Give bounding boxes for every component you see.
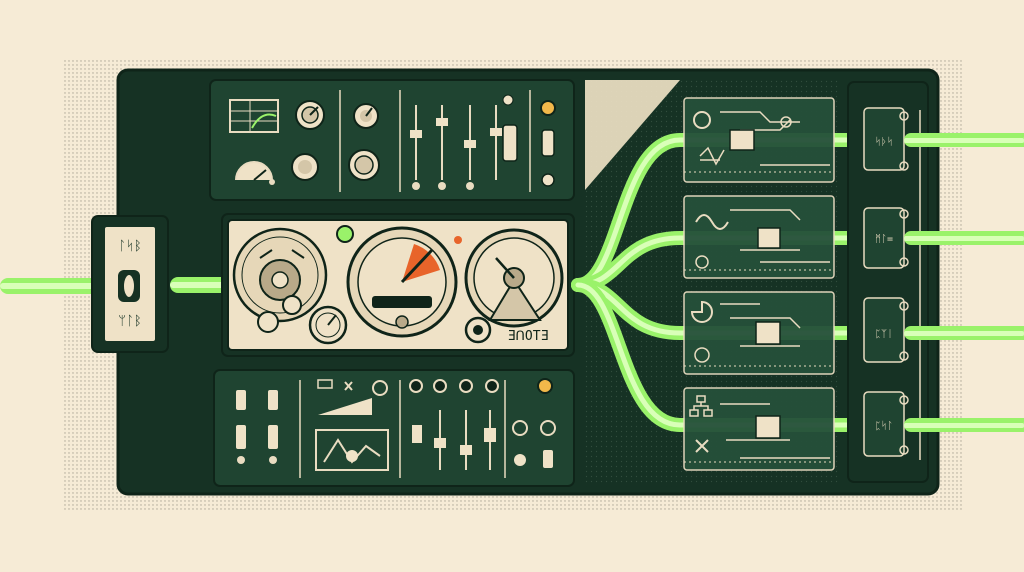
right-gauge (464, 228, 564, 328)
slider-icon[interactable] (412, 410, 496, 470)
pie-chart-icon (690, 300, 713, 323)
display-caption: ƎᑎOTƎ (508, 329, 549, 344)
output-port-2[interactable]: ᛗᛚ= (863, 207, 909, 269)
main-gauge (346, 226, 458, 338)
output-port-column: ᛋᚦᛋ ᛗᛚ= ᛈᛉᛁ ᛈᛋᛚ (847, 81, 929, 483)
output-cables (571, 133, 1024, 432)
gear-icon (693, 111, 711, 129)
amber-indicator-top (540, 100, 556, 116)
output-cable-overlay (904, 133, 1024, 432)
diagonal-panel (585, 80, 680, 190)
circuit-board-1 (683, 97, 835, 183)
status-led-green (336, 225, 354, 243)
circuit-board-3 (683, 291, 835, 375)
left-module-label-top: ᛚᛋᛒ (118, 239, 141, 254)
status-led-orange (454, 236, 462, 244)
toggle-switch-top[interactable] (502, 124, 518, 162)
top-knob-3[interactable] (291, 153, 319, 181)
port-label-1: ᛋᚦᛋ (875, 136, 893, 148)
circuit-board-2 (683, 195, 835, 279)
lever-switch[interactable] (541, 129, 555, 157)
indicator-lights-bottom (409, 378, 553, 394)
circuit-board-4 (683, 387, 835, 471)
ramp-indicator (318, 398, 372, 415)
center-display-panel: ƎᑎOTƎ (221, 213, 575, 357)
top-knob-2[interactable] (353, 103, 379, 129)
top-knob-4[interactable] (348, 149, 380, 181)
hierarchy-icon (689, 395, 713, 417)
toggle-switch-icon[interactable] (512, 420, 556, 468)
dial-gauge-small (235, 161, 275, 185)
small-gauge-center (308, 305, 348, 345)
mini-chart-screen (229, 99, 279, 133)
bottom-control-panel (213, 369, 575, 487)
port-label-3: ᛈᛉᛁ (875, 328, 893, 340)
port-label-2: ᛗᛚ= (875, 234, 893, 245)
output-port-3[interactable]: ᛈᛉᛁ (863, 297, 909, 363)
lightning-icon (317, 379, 388, 396)
cog-gauge (232, 227, 328, 333)
left-input-module: ᛚᛋᛒ ᛘᛚᛒ (91, 215, 169, 353)
wave-icon (315, 429, 389, 471)
bottom-toggle-switches[interactable] (236, 390, 278, 464)
output-port-4[interactable]: ᛈᛋᛚ (863, 391, 909, 457)
main-gauge-needle (400, 248, 434, 284)
top-control-panel (209, 79, 575, 201)
port-label-4: ᛈᛋᛚ (875, 420, 893, 432)
gear-icon (257, 311, 279, 333)
top-knob-1[interactable] (295, 100, 325, 130)
left-module-label-bottom: ᛘᛚᛒ (118, 314, 141, 329)
knob-icon (464, 316, 492, 344)
sine-wave-icon (695, 214, 729, 230)
top-slider-group[interactable] (410, 94, 514, 190)
output-port-1[interactable]: ᛋᚦᛋ (863, 107, 909, 171)
